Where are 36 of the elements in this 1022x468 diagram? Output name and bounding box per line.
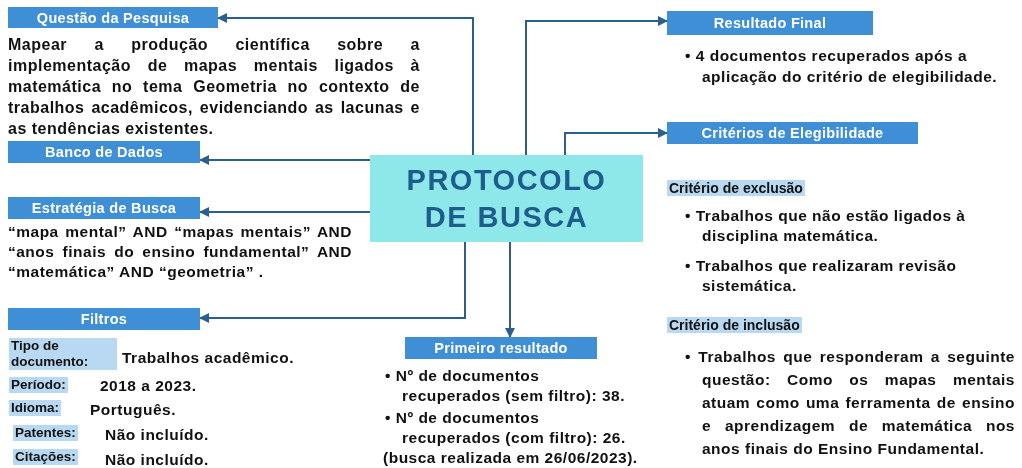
- arrow: [217, 13, 474, 156]
- field-value: 2018 a 2023.: [100, 376, 197, 396]
- section-header: Questão da Pesquisa: [8, 7, 218, 28]
- field-label: Patentes:: [13, 425, 78, 441]
- arrow: [199, 241, 466, 323]
- bullet-item: • 4 documentos recuperados após a aplicação do critério de elegibilidade.: [685, 46, 999, 87]
- arrow: [525, 16, 668, 156]
- section-header: Resultado Final: [667, 11, 873, 35]
- field-value: Trabalhos acadêmico.: [122, 348, 294, 368]
- field-label: Tipo de documento:: [9, 338, 117, 370]
- field-label: Período:: [9, 377, 68, 393]
- field-value: (busca realizada em 26/06/2023).: [383, 448, 638, 468]
- field-value: Não incluído.: [105, 425, 209, 445]
- bullet-item: • Trabalhos que responderam a seguinte questão: Como os mapas mentais atuam como uma ferramenta de ensino e aprendizagem de matemática nos anos finais do Ensino Fundamental.: [685, 347, 1015, 459]
- section-header: Primeiro resultado: [405, 337, 597, 359]
- section-header: Banco de Dados: [8, 141, 200, 163]
- bullet-item: • Trabalhos que realizaram revisão sistemática.: [685, 256, 958, 296]
- bullet-item: • Trabalhos que não estão ligados à disciplina matemática.: [685, 206, 967, 246]
- arrow: [199, 207, 371, 217]
- bullet-item: • Nº de documentos recuperados (sem filtro): 38.: [385, 366, 626, 406]
- body-text: “mapa mental” AND “mapas mentais” AND “anos finais do ensino fundamental” AND “matemática” AND “geometria” .: [8, 222, 352, 282]
- field-value: Português.: [90, 400, 176, 420]
- bullet-item: • Nº de documentos recuperados (com filtro): 26.: [385, 408, 627, 448]
- field-label: Citações:: [13, 449, 78, 465]
- arrow: [505, 241, 515, 338]
- section-header: Estratégia de Busca: [8, 197, 200, 219]
- body-text: Mapear a produção científica sobre a implementação de mapas mentais ligados à matemática no tema Geometria no contexto de trabalhos acadêmicos, evidenciando as lacunas e as tendências existentes.: [8, 35, 420, 139]
- central-box: PROTOCOLO DE BUSCA: [370, 155, 643, 242]
- section-header: Critérios de Elegibilidade: [667, 122, 918, 144]
- field-label: Idioma:: [9, 400, 61, 416]
- arrow: [199, 155, 371, 165]
- subheading: Critério de inclusão: [667, 317, 802, 333]
- subheading: Critério de exclusão: [667, 180, 805, 196]
- arrow: [564, 128, 668, 156]
- section-header: Filtros: [8, 308, 200, 330]
- field-value: Não incluído.: [105, 450, 209, 468]
